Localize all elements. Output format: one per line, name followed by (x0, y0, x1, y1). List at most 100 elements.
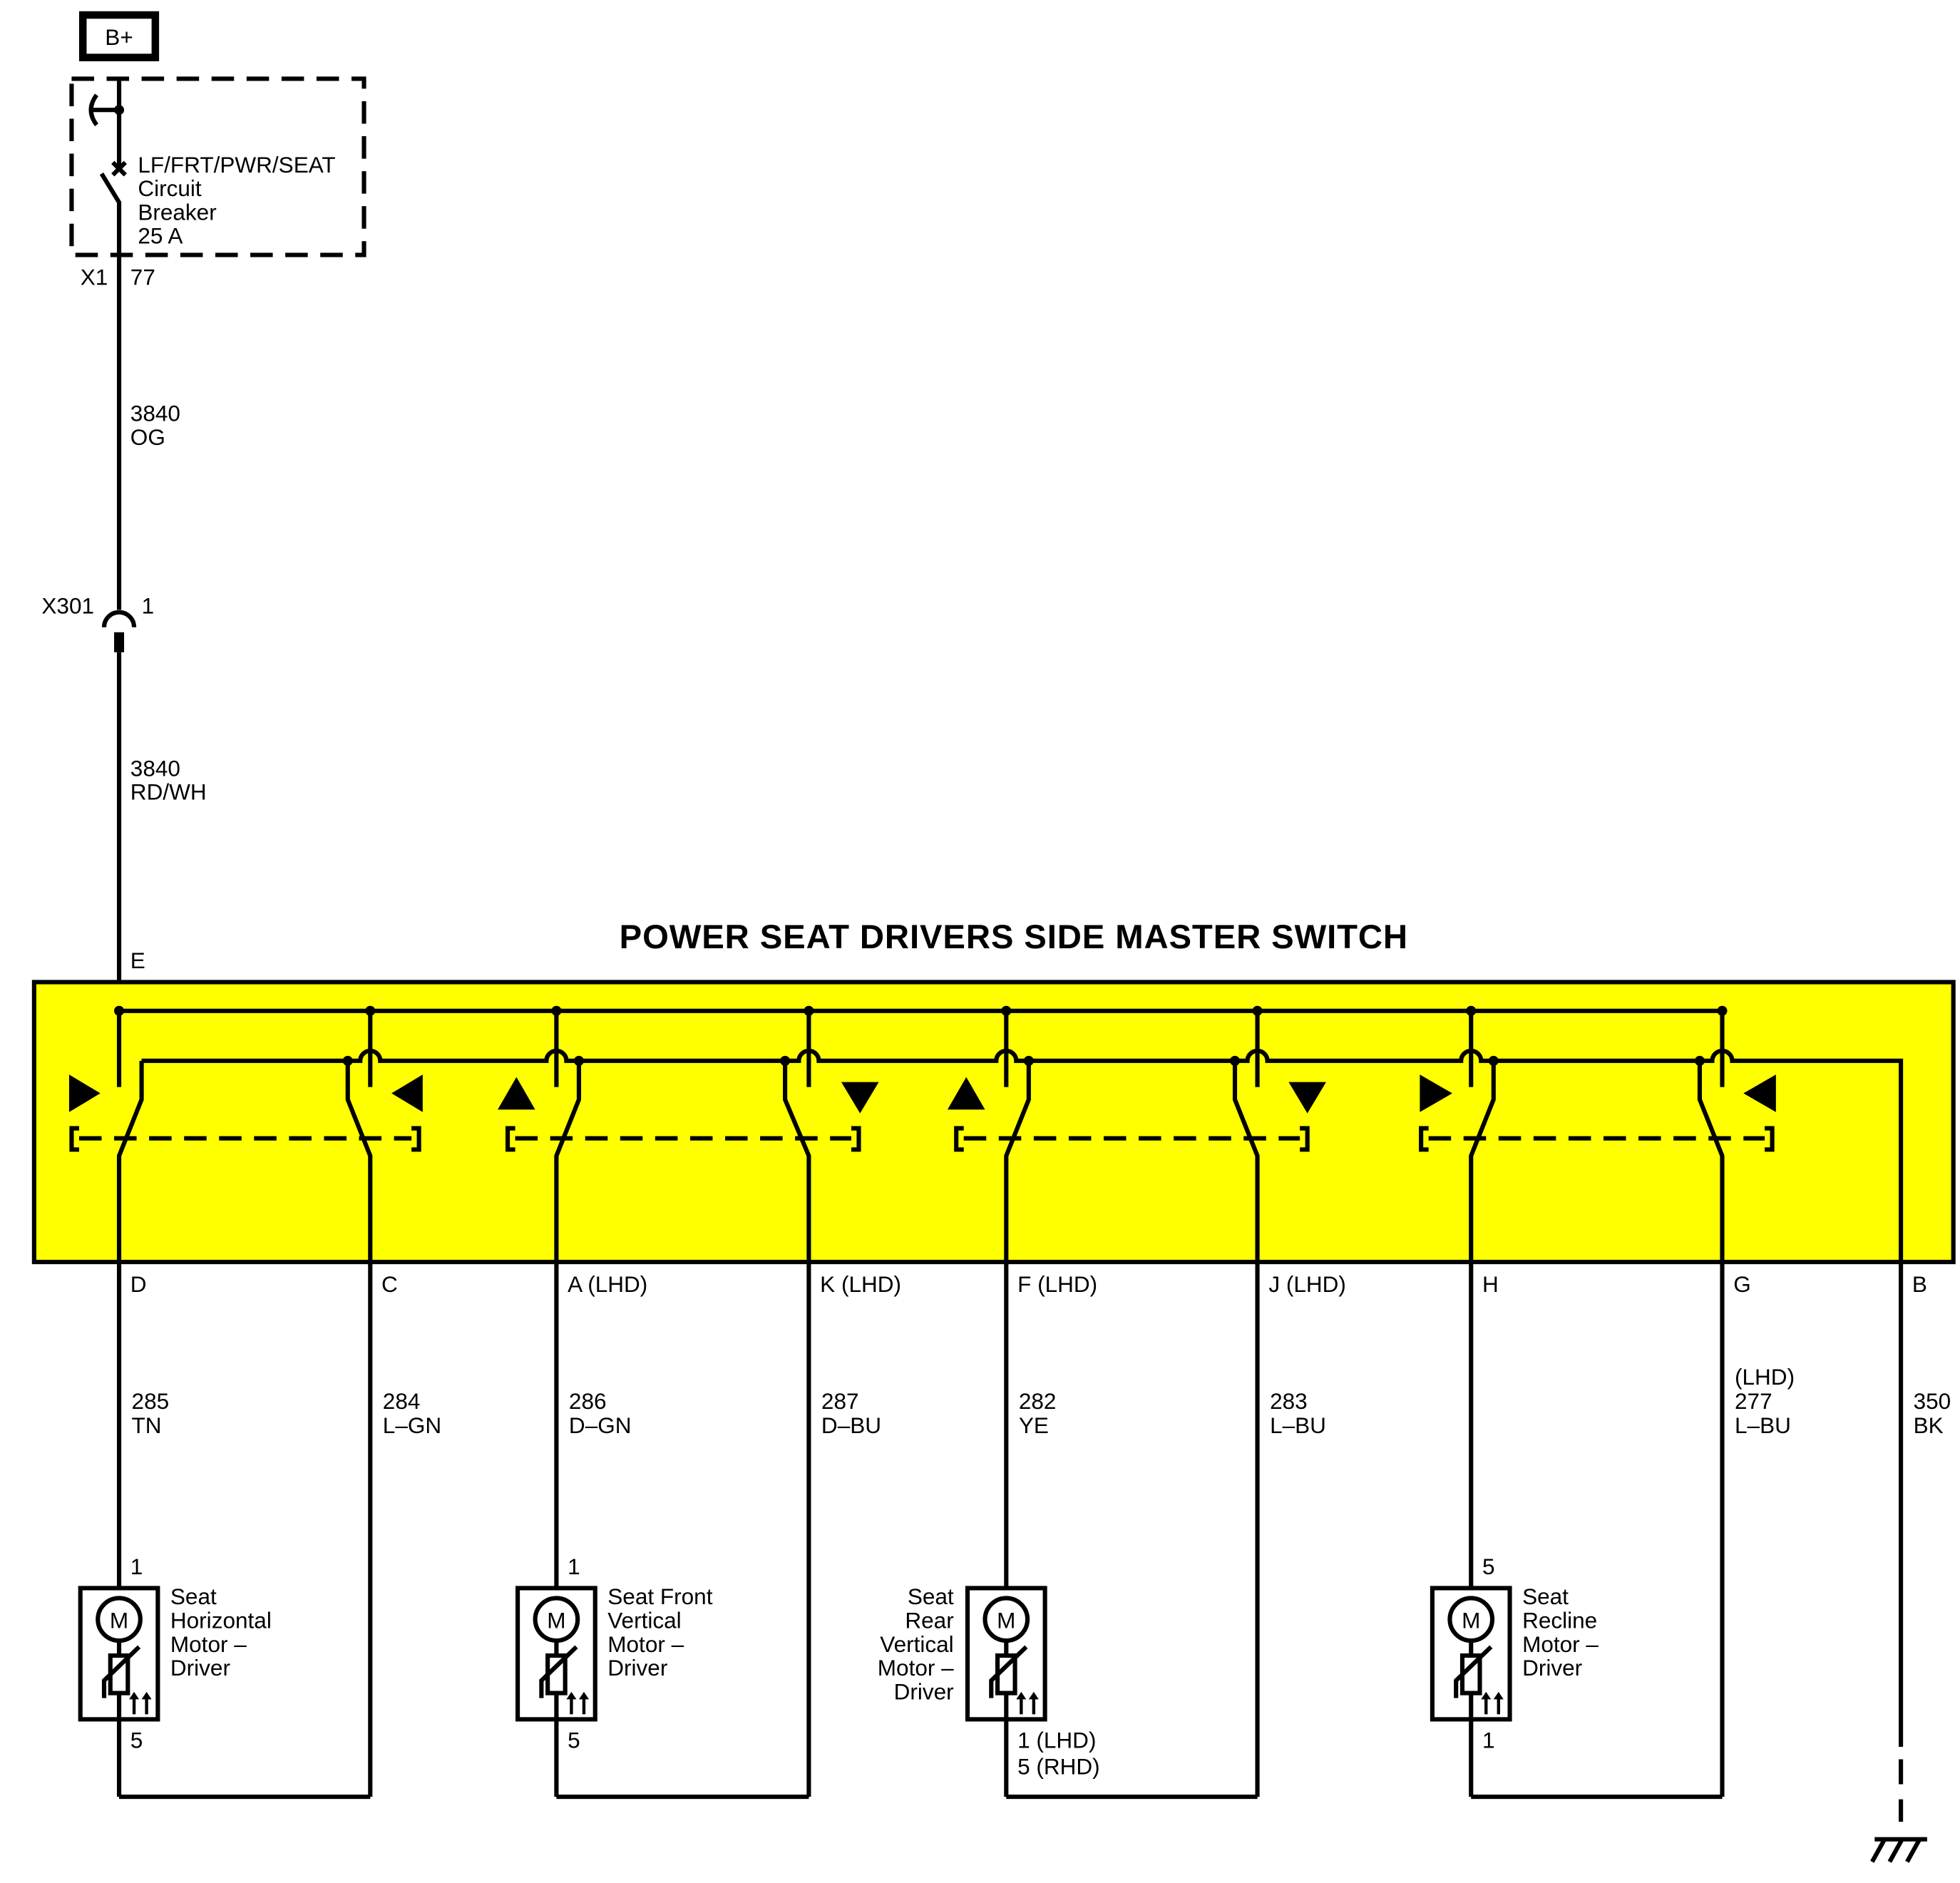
arrow-left-icon (1743, 1074, 1776, 1112)
motor-bottom-pin: 5 (568, 1728, 580, 1753)
wire-label: D–GN (569, 1412, 632, 1438)
arrow-down-icon (841, 1082, 879, 1114)
switch-blade (554, 1060, 582, 1263)
breaker-label-3: Breaker (138, 199, 216, 225)
master-switch-box (31, 980, 1956, 1265)
ground-icon (1870, 1837, 1927, 1863)
circuit-breaker: LF/FRT/PWR/SEAT Circuit Breaker 25 A (69, 76, 366, 257)
motor-name: Horizontal (170, 1607, 272, 1633)
motor-name: Vertical (607, 1607, 681, 1633)
pin-label: B (1912, 1271, 1927, 1297)
motor-name: Driver (607, 1655, 667, 1681)
motor-name: Seat (1522, 1584, 1569, 1609)
battery-supply-box: B+ (78, 11, 160, 61)
wire-label: L–BU (1270, 1412, 1326, 1438)
motor-bottom-pin: 5 (RHD) (1017, 1754, 1100, 1780)
pin-label: J (LHD) (1268, 1271, 1346, 1297)
wire-circuit: 3840 (130, 755, 180, 781)
wire-label: 282 (1019, 1388, 1057, 1414)
arrow-right-icon (68, 1074, 101, 1112)
switch-blade (783, 1060, 811, 1263)
pin-label: D (130, 1271, 147, 1297)
wire-label: 283 (1270, 1388, 1308, 1414)
motor-name: Motor – (1522, 1631, 1599, 1657)
wire-circuit: 3840 (130, 401, 180, 426)
motor-name: Seat (908, 1584, 954, 1609)
wire-label: 286 (569, 1388, 607, 1414)
switch-blade (1232, 1060, 1260, 1263)
arrow-up-icon (947, 1077, 985, 1110)
battery-label: B+ (105, 24, 133, 50)
connector-x301-pin: 1 (142, 592, 155, 618)
pin-label: F (LHD) (1017, 1271, 1097, 1297)
wire-label: 285 (132, 1388, 170, 1414)
wire-label: 277 (1735, 1388, 1772, 1414)
inline-connector-x301: X301 1 (41, 592, 154, 652)
motor-symbol: M (547, 1607, 565, 1633)
motor-name: Driver (894, 1678, 954, 1704)
wire-label: D–BU (821, 1412, 881, 1438)
motor-symbol: M (110, 1607, 128, 1633)
wire-label: L–GN (383, 1412, 441, 1438)
pin-e-label: E (130, 948, 145, 973)
motor-name: Driver (170, 1655, 230, 1681)
switch-blade (1469, 1060, 1496, 1263)
wire-label: 284 (383, 1388, 421, 1414)
motor-bottom-pin: 1 (1482, 1728, 1495, 1753)
connector-x1-pin: 77 (130, 265, 155, 290)
motor-name: Driver (1522, 1655, 1582, 1681)
arrows-up-icon (570, 1696, 586, 1715)
motor-top-pin: 5 (1482, 1554, 1495, 1579)
wire-color: RD/WH (130, 779, 207, 805)
wire-label: YE (1019, 1412, 1049, 1438)
breaker-contact-icon (111, 160, 127, 177)
pin-label: G (1733, 1271, 1751, 1297)
switch-title: POWER SEAT DRIVERS SIDE MASTER SWITCH (620, 918, 1408, 956)
wire-label: BK (1914, 1412, 1944, 1438)
arrow-up-icon (498, 1077, 535, 1110)
breaker-label-1: LF/FRT/PWR/SEAT (138, 152, 335, 178)
motor-name: Motor – (170, 1631, 247, 1657)
switch-blade (1004, 1060, 1031, 1263)
motor-name: Vertical (880, 1631, 953, 1657)
switch-blade (116, 1060, 144, 1263)
motor-name: Rear (905, 1607, 953, 1633)
wire-label: L–BU (1735, 1412, 1791, 1438)
motor-bottom-pin: 5 (130, 1728, 143, 1753)
motor-name: Motor – (607, 1631, 684, 1657)
switch-blade (1697, 1060, 1725, 1263)
motor-symbol: M (997, 1607, 1015, 1633)
pin-label: C (381, 1271, 398, 1297)
motor-symbol: M (1462, 1607, 1480, 1633)
breaker-label-2: Circuit (138, 175, 202, 201)
motor-bottom-pin: 1 (LHD) (1017, 1728, 1096, 1753)
arrow-right-icon (1420, 1074, 1452, 1112)
arrows-up-icon (132, 1696, 148, 1715)
motor-top-pin: 1 (568, 1554, 580, 1579)
connector-x1-label: X1 (81, 265, 108, 290)
motor-name: Seat Front (607, 1584, 712, 1609)
arrows-up-icon (1484, 1696, 1500, 1715)
wire-label: 287 (821, 1388, 859, 1414)
switch-internals (68, 1005, 1904, 1263)
arrow-left-icon (391, 1074, 423, 1112)
pin-label: H (1482, 1271, 1499, 1297)
wire-label: (LHD) (1735, 1364, 1795, 1390)
pin-label: A (LHD) (568, 1271, 647, 1297)
pin-label: K (LHD) (820, 1271, 901, 1297)
motor-name: Motor – (878, 1655, 954, 1681)
arrow-down-icon (1288, 1082, 1326, 1114)
connector-x301-label: X301 (41, 592, 94, 618)
wire-label: TN (132, 1412, 162, 1438)
breaker-rating: 25 A (138, 223, 183, 249)
motor-name: Recline (1522, 1607, 1597, 1633)
motor-top-pin: 1 (130, 1554, 143, 1579)
switch-blade (345, 1060, 373, 1263)
